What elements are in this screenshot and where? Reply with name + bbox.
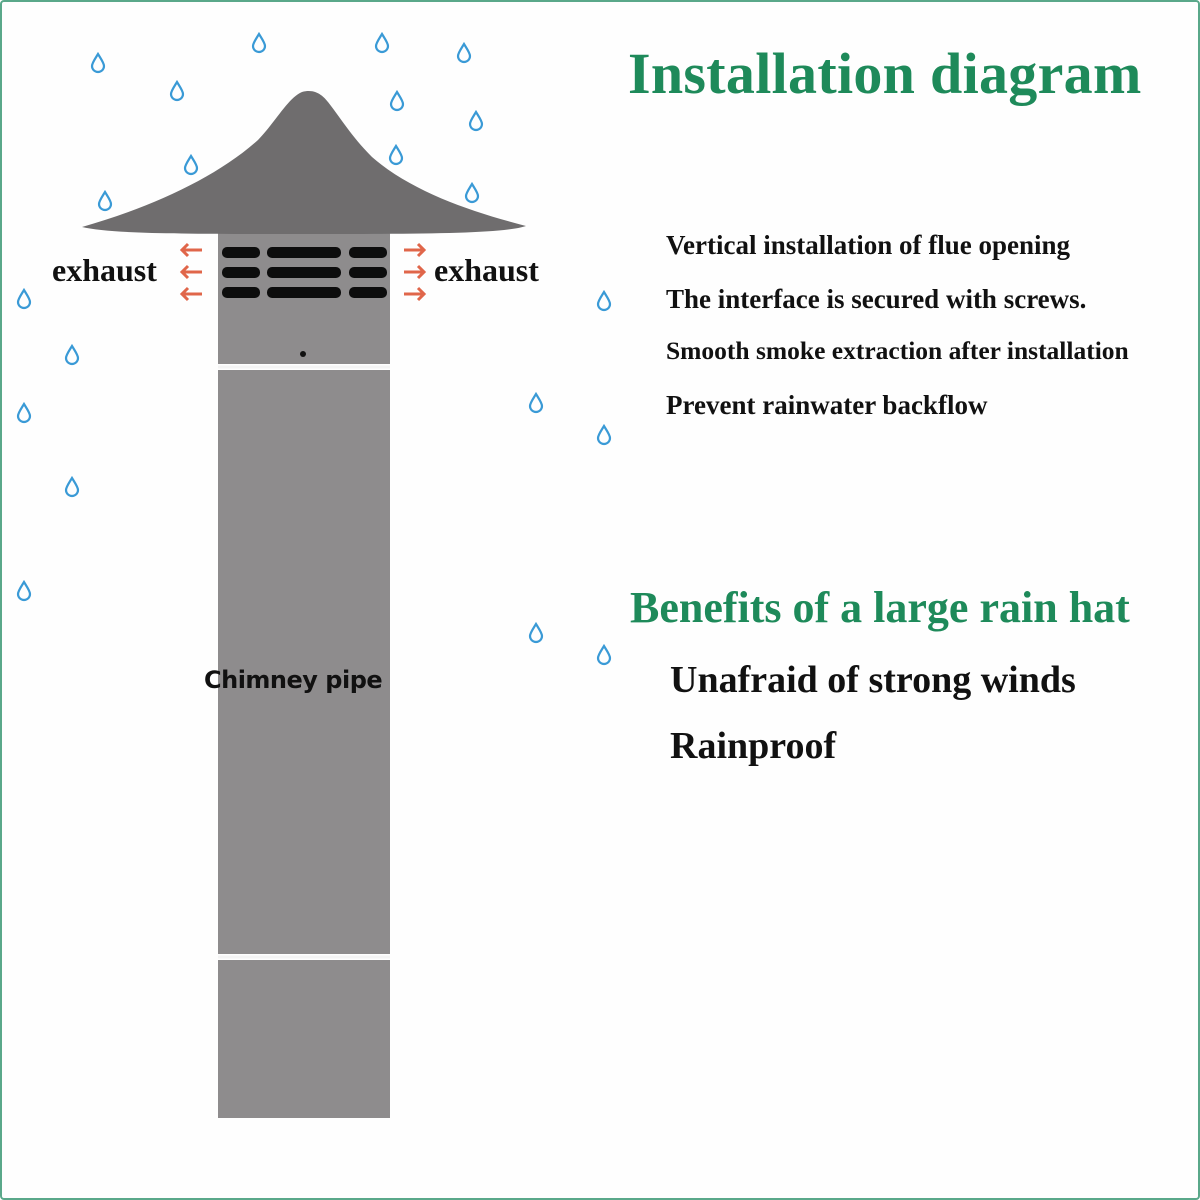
raindrop-icon: [16, 288, 32, 310]
benefits-title: Benefits of a large rain hat: [630, 583, 1130, 632]
raindrop-icon: [596, 644, 612, 666]
exhaust-arrows-right: [404, 242, 427, 302]
chimney-pipe-label: Chimney pipe: [204, 666, 383, 694]
rain-hat-cap: [82, 91, 526, 234]
raindrop-icon: [456, 42, 472, 64]
raindrop-icon: [389, 90, 405, 112]
raindrop-icon: [16, 402, 32, 424]
feature-item: The interface is secured with screws.: [666, 284, 1087, 314]
page-title: Installation diagram: [628, 41, 1142, 106]
raindrop-icon: [169, 80, 185, 102]
exhaust-arrow-icon: [404, 264, 427, 280]
raindrop-icon: [16, 580, 32, 602]
raindrop-icon: [97, 190, 113, 212]
raindrop-icon: [596, 290, 612, 312]
raindrop-icon: [64, 344, 80, 366]
raindrop-icon: [528, 622, 544, 644]
feature-item: Smooth smoke extraction after installati…: [666, 336, 1129, 365]
raindrop-icon: [374, 32, 390, 54]
raindrop-icon: [90, 52, 106, 74]
screw-dot: [300, 351, 306, 357]
exhaust-arrow-icon: [404, 286, 427, 302]
raindrop-icon: [468, 110, 484, 132]
raindrop-icon: [528, 392, 544, 414]
feature-item: Prevent rainwater backflow: [666, 390, 988, 420]
exhaust-arrows-left: [179, 242, 202, 302]
feature-item: Vertical installation of flue opening: [666, 230, 1071, 260]
raindrop-icon: [388, 144, 404, 166]
raindrop-icon: [464, 182, 480, 204]
vent-slots: [222, 247, 387, 298]
raindrop-icon: [64, 476, 80, 498]
exhaust-arrow-icon: [179, 286, 202, 302]
exhaust-label-right: exhaust: [434, 252, 539, 288]
exhaust-arrow-icon: [179, 264, 202, 280]
benefit-item: Rainproof: [670, 725, 837, 767]
exhaust-arrow-icon: [179, 242, 202, 258]
raindrop-icon: [596, 424, 612, 446]
exhaust-arrow-icon: [404, 242, 427, 258]
raindrop-icon: [251, 32, 267, 54]
raindrop-icon: [183, 154, 199, 176]
exhaust-label-left: exhaust: [52, 252, 157, 288]
benefit-item: Unafraid of strong winds: [670, 659, 1076, 701]
